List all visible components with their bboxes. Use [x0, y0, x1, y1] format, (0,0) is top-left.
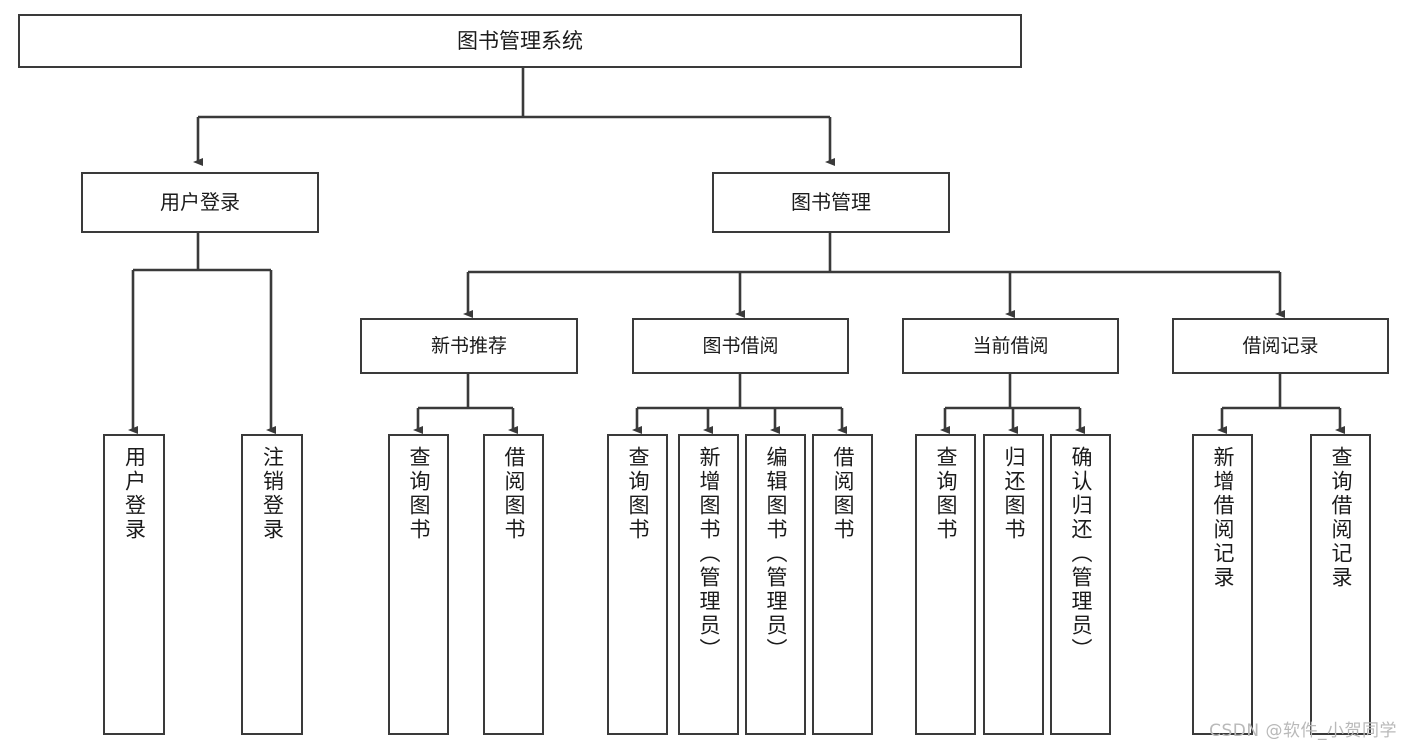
node-leaf-user-login[interactable]: 用户登录	[103, 434, 165, 735]
node-leaf-query-record[interactable]: 查询借阅记录	[1310, 434, 1371, 735]
node-user-login[interactable]: 用户登录	[81, 172, 319, 233]
node-leaf-add-book[interactable]: 新增图书（管理员）	[678, 434, 739, 735]
node-leaf-query-record-label: 查询借阅记录	[1329, 446, 1353, 590]
node-leaf-user-login-label: 用户登录	[122, 446, 147, 542]
node-leaf-query-book-3-label: 查询图书	[934, 446, 958, 542]
node-leaf-borrow-book-1[interactable]: 借阅图书	[483, 434, 544, 735]
node-root-label: 图书管理系统	[457, 28, 583, 53]
node-root[interactable]: 图书管理系统	[18, 14, 1022, 68]
node-leaf-add-record[interactable]: 新增借阅记录	[1192, 434, 1253, 735]
node-leaf-query-book-3[interactable]: 查询图书	[915, 434, 976, 735]
node-current-borrow[interactable]: 当前借阅	[902, 318, 1119, 374]
node-leaf-borrow-book-1-label: 借阅图书	[502, 446, 526, 542]
node-leaf-borrow-book-2-label: 借阅图书	[831, 446, 855, 542]
node-leaf-user-logout[interactable]: 注销登录	[241, 434, 303, 735]
node-leaf-query-book-1-label: 查询图书	[407, 446, 431, 542]
node-leaf-query-book-2-label: 查询图书	[626, 446, 650, 542]
node-leaf-edit-book-label: 编辑图书（管理员）	[764, 446, 788, 662]
node-leaf-confirm-return-label: 确认归还（管理员）	[1069, 446, 1093, 662]
node-book-borrow-label: 图书借阅	[702, 334, 779, 357]
node-new-book-recommend[interactable]: 新书推荐	[360, 318, 578, 374]
node-leaf-query-book-1[interactable]: 查询图书	[388, 434, 449, 735]
node-leaf-borrow-book-2[interactable]: 借阅图书	[812, 434, 873, 735]
node-leaf-edit-book[interactable]: 编辑图书（管理员）	[745, 434, 806, 735]
node-book-borrow[interactable]: 图书借阅	[632, 318, 849, 374]
node-book-management-label: 图书管理	[791, 189, 871, 214]
node-new-book-recommend-label: 新书推荐	[430, 334, 507, 357]
node-leaf-return-book-label: 归还图书	[1002, 446, 1026, 542]
node-leaf-user-logout-label: 注销登录	[260, 446, 285, 542]
node-leaf-add-book-label: 新增图书（管理员）	[697, 446, 721, 662]
node-leaf-add-record-label: 新增借阅记录	[1211, 446, 1235, 590]
node-leaf-query-book-2[interactable]: 查询图书	[607, 434, 668, 735]
node-current-borrow-label: 当前借阅	[972, 334, 1049, 357]
node-user-login-label: 用户登录	[160, 189, 240, 214]
watermark-text: CSDN @软件_小贺同学	[1209, 721, 1397, 741]
node-leaf-return-book[interactable]: 归还图书	[983, 434, 1044, 735]
node-borrow-record[interactable]: 借阅记录	[1172, 318, 1389, 374]
node-leaf-confirm-return[interactable]: 确认归还（管理员）	[1050, 434, 1111, 735]
node-borrow-record-label: 借阅记录	[1242, 334, 1319, 357]
node-book-management[interactable]: 图书管理	[712, 172, 950, 233]
